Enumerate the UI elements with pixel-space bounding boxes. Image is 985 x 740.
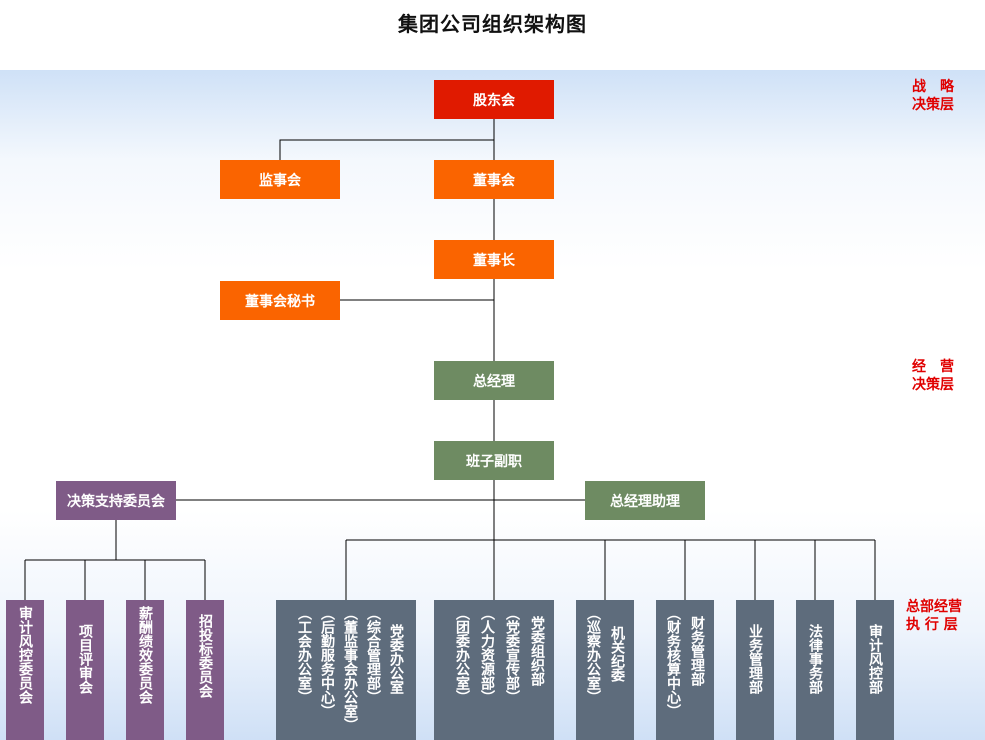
strategy-layer-line: 决策层 <box>912 97 954 113</box>
deputy-label: 班子副职 <box>466 453 522 470</box>
gm-assistant-node: 总经理助理 <box>585 481 705 520</box>
execution-layer-line: 执 行 层 <box>906 617 958 633</box>
department-line: （人力资源部） <box>479 606 495 704</box>
board-secretary-node: 董事会秘书 <box>220 281 340 320</box>
department-line: （后勤服务中心） <box>319 606 335 718</box>
committee-box: 招投标委员会 <box>186 600 224 740</box>
execution-layer-line: 总部经营 <box>906 599 962 615</box>
general-manager-label: 总经理 <box>473 373 515 390</box>
department-line: 党委组织部 <box>529 616 545 686</box>
department-line: 审计风控部 <box>867 624 883 694</box>
board-node: 董事会 <box>434 160 554 199</box>
decision-support-label: 决策支持委员会 <box>67 493 165 510</box>
department-line: （综合管理部） <box>365 606 381 704</box>
strategy-layer-label: 战 略 决策层 <box>912 78 954 114</box>
committee-label: 招投标委员会 <box>197 614 213 698</box>
department-box: 业务管理部 <box>736 600 774 740</box>
shareholders-node: 股东会 <box>434 80 554 119</box>
department-box: （工会办公室） （后勤服务中心） （董监事会办公室） （综合管理部） 党委办公室 <box>276 600 416 740</box>
department-line: 业务管理部 <box>747 624 763 694</box>
execution-layer-label: 总部经营 执 行 层 <box>906 598 962 634</box>
committee-label: 项目评审会 <box>77 624 93 694</box>
department-line: （党委宣传部） <box>504 606 520 704</box>
shareholders-label: 股东会 <box>473 92 515 109</box>
general-manager-node: 总经理 <box>434 361 554 400</box>
department-box: （巡察办公室） 机关纪委 <box>576 600 634 740</box>
department-line: 机关纪委 <box>609 626 625 682</box>
department-line: （工会办公室） <box>296 606 312 704</box>
strategy-layer-line: 战 略 <box>912 79 954 95</box>
committee-label: 薪酬绩效委员会 <box>137 606 153 704</box>
department-box: （财务核算中心） 财务管理部 <box>656 600 714 740</box>
deputy-node: 班子副职 <box>434 441 554 480</box>
chairman-node: 董事长 <box>434 240 554 279</box>
gm-assistant-label: 总经理助理 <box>610 493 680 510</box>
operation-layer-label: 经 营 决策层 <box>912 358 954 394</box>
supervisors-label: 监事会 <box>259 172 301 189</box>
department-line: 法律事务部 <box>807 624 823 694</box>
committee-box: 审计风控委员会 <box>6 600 44 740</box>
decision-support-node: 决策支持委员会 <box>56 481 176 520</box>
operation-layer-line: 经 营 <box>912 359 954 375</box>
department-line: 党委办公室 <box>388 624 404 694</box>
committee-box: 薪酬绩效委员会 <box>126 600 164 740</box>
board-label: 董事会 <box>473 172 515 189</box>
department-line: （巡察办公室） <box>585 606 601 704</box>
supervisors-node: 监事会 <box>220 160 340 199</box>
committee-label: 审计风控委员会 <box>17 606 33 704</box>
department-box: 法律事务部 <box>796 600 834 740</box>
department-line: （团委办公室） <box>454 606 470 704</box>
department-line: （财务核算中心） <box>665 606 681 718</box>
department-box: （团委办公室） （人力资源部） （党委宣传部） 党委组织部 <box>434 600 554 740</box>
operation-layer-line: 决策层 <box>912 377 954 393</box>
page-title: 集团公司组织架构图 <box>398 12 587 36</box>
committee-box: 项目评审会 <box>66 600 104 740</box>
department-box: 审计风控部 <box>856 600 894 740</box>
department-line: （董监事会办公室） <box>342 606 358 732</box>
department-line: 财务管理部 <box>689 616 705 686</box>
chairman-label: 董事长 <box>473 252 515 269</box>
board-secretary-label: 董事会秘书 <box>245 293 315 310</box>
